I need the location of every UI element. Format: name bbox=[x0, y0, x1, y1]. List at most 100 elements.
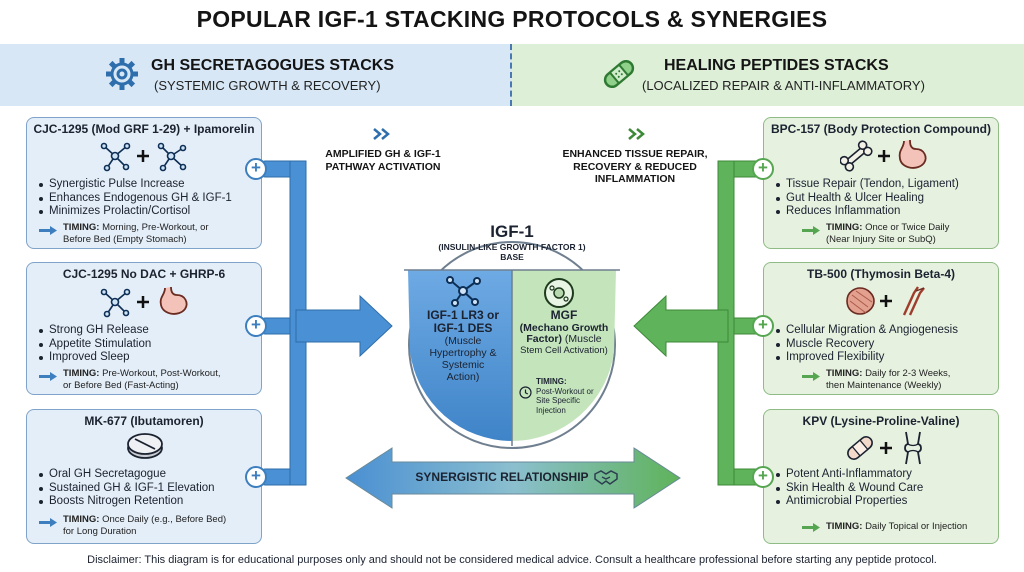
left-flow-label: PATHWAY ACTIVATION bbox=[325, 160, 441, 173]
right-card-1: BPC-157 (Body Protection Compound) Tissu… bbox=[763, 117, 999, 249]
list-item: Antimicrobial Properties bbox=[774, 495, 923, 509]
left-card-2: CJC-1295 No DAC + GHRP-6 Strong GH Relea… bbox=[26, 262, 262, 395]
bandage-plus-joint-icon bbox=[847, 431, 922, 465]
timing-text: (Near Injury Site or SubQ) bbox=[826, 233, 936, 245]
timing-text: then Maintenance (Weekly) bbox=[826, 379, 942, 391]
handshake-icon bbox=[594, 470, 618, 485]
timing-text: Pre-Workout, Post-Workout, bbox=[102, 368, 221, 379]
mgf-desc2: Stem Cell Activation) bbox=[520, 345, 608, 356]
left-card-2-title: CJC-1295 No DAC + GHRP-6 bbox=[62, 267, 226, 281]
list-item: Appetite Stimulation bbox=[37, 338, 151, 352]
molecule-plus-molecule-icon bbox=[100, 142, 187, 172]
right-header-title: HEALING PEPTIDES STACKS bbox=[664, 57, 889, 74]
timing-text: Once Daily (e.g., Before Bed) bbox=[102, 514, 227, 525]
plus-icon: + bbox=[245, 158, 267, 180]
mgf-title: MGF bbox=[550, 308, 578, 322]
list-item: Tissue Repair (Tendon, Ligament) bbox=[774, 178, 959, 192]
mgf-timing-label: TIMING: bbox=[536, 377, 567, 386]
igf1-des-title: IGF-1 DES bbox=[433, 321, 493, 335]
gear-icon bbox=[106, 58, 138, 90]
list-item: Reduces Inflammation bbox=[774, 205, 959, 219]
igf1-lr3-desc: Systemic bbox=[441, 359, 485, 371]
synergy-label: SYNERGISTIC RELATIONSHIP bbox=[415, 470, 589, 484]
left-header-title: GH SECRETAGOGUES STACKS bbox=[151, 57, 394, 74]
left-card-3: MK-677 (Ibutamoren) Oral GH Secretagogue… bbox=[26, 409, 262, 544]
timing-label: TIMING: bbox=[826, 521, 863, 532]
timing-text: for Long Duration bbox=[63, 525, 137, 537]
timing-text: Once or Twice Daily bbox=[865, 222, 950, 233]
igf1-title: IGF-1 bbox=[490, 222, 534, 241]
list-item: Oral GH Secretagogue bbox=[37, 468, 215, 482]
list-item: Strong GH Release bbox=[37, 324, 151, 338]
double-chevron-right-icon bbox=[628, 128, 645, 140]
plus-icon: + bbox=[245, 315, 267, 337]
mgf-timing-text: Site Specific bbox=[536, 396, 581, 405]
arrow-right-icon bbox=[802, 523, 820, 532]
arrow-right-icon bbox=[802, 372, 820, 381]
right-header-band: HEALING PEPTIDES STACKS (LOCALIZED REPAI… bbox=[512, 44, 1024, 106]
mgf-desc: (Muscle bbox=[564, 333, 602, 345]
arrow-right-icon bbox=[39, 372, 57, 381]
timing-label: TIMING: bbox=[63, 514, 100, 525]
bone-plus-stomach-icon bbox=[840, 139, 927, 172]
right-card-2: TB-500 (Thymosin Beta-4) Cellular Migrat… bbox=[763, 262, 999, 395]
timing-label: TIMING: bbox=[826, 222, 863, 233]
igf1-subtitle: (INSULIN-LIKE GROWTH FACTOR 1) bbox=[438, 242, 586, 252]
muscle-plus-tendon-icon bbox=[846, 286, 925, 316]
timing-text: or Before Bed (Fast-Acting) bbox=[63, 379, 179, 391]
right-flow-label: RECOVERY & REDUCED bbox=[573, 160, 697, 173]
right-flow-label: ENHANCED TISSUE REPAIR, bbox=[562, 148, 708, 160]
list-item: Cellular Migration & Angiogenesis bbox=[774, 324, 958, 338]
list-item: Improved Flexibility bbox=[774, 351, 958, 365]
bandage-icon bbox=[603, 59, 635, 89]
list-item: Skin Health & Wound Care bbox=[774, 482, 923, 496]
list-item: Synergistic Pulse Increase bbox=[37, 178, 232, 192]
right-card-3: KPV (Lysine-Proline-Valine) Potent Anti-… bbox=[763, 409, 999, 544]
igf1-lr3-desc: (Muscle bbox=[444, 335, 482, 347]
list-item: Gut Health & Ulcer Healing bbox=[774, 192, 959, 206]
timing-label: TIMING: bbox=[826, 368, 863, 379]
mgf-title-sub: (Mechano Growth bbox=[519, 322, 609, 334]
arrow-right-icon bbox=[802, 226, 820, 235]
mgf-timing-text: Post-Workout or bbox=[536, 386, 594, 396]
mgf-title-sub2: Factor) bbox=[526, 333, 562, 345]
plus-icon: + bbox=[752, 466, 774, 488]
right-card-1-title: BPC-157 (Body Protection Compound) bbox=[770, 122, 991, 136]
double-chevron-right-icon bbox=[373, 128, 390, 140]
timing-text: Daily Topical or Injection bbox=[865, 521, 968, 532]
timing-text: Daily for 2-3 Weeks, bbox=[865, 368, 951, 379]
plus-icon: + bbox=[752, 158, 774, 180]
timing-label: TIMING: bbox=[63, 368, 100, 379]
list-item: Boosts Nitrogen Retention bbox=[37, 495, 215, 509]
left-card-1: CJC-1295 (Mod GRF 1-29) + Ipamorelin Syn… bbox=[26, 117, 262, 249]
page-title: POPULAR IGF-1 STACKING PROTOCOLS & SYNER… bbox=[196, 6, 828, 32]
list-item: Enhances Endogenous GH & IGF-1 bbox=[37, 192, 232, 206]
mgf-timing-text: Injection bbox=[536, 405, 566, 415]
disclaimer: Disclaimer: This diagram is for educatio… bbox=[87, 554, 937, 566]
arrow-right-icon bbox=[39, 518, 57, 527]
igf1-subtitle-base: BASE bbox=[500, 252, 524, 262]
list-item: Sustained GH & IGF-1 Elevation bbox=[37, 482, 215, 496]
left-header-subtitle: (SYSTEMIC GROWTH & RECOVERY) bbox=[154, 78, 381, 93]
right-flow-label: INFLAMMATION bbox=[594, 173, 676, 185]
igf1-lr3-desc: Hypertrophy & bbox=[429, 347, 497, 359]
left-card-1-title: CJC-1295 (Mod GRF 1-29) + Ipamorelin bbox=[33, 122, 255, 136]
left-card-3-title: MK-677 (Ibutamoren) bbox=[84, 414, 204, 428]
timing-text: Morning, Pre-Workout, or bbox=[102, 222, 209, 233]
molecule-icon bbox=[446, 276, 481, 307]
left-flow-label: AMPLIFIED GH & IGF-1 bbox=[325, 148, 441, 160]
left-header-band: GH SECRETAGOGUES STACKS (SYSTEMIC GROWTH… bbox=[0, 44, 512, 106]
list-item: Improved Sleep bbox=[37, 351, 151, 365]
plus-icon: + bbox=[752, 315, 774, 337]
pill-icon bbox=[127, 433, 163, 459]
list-item: Potent Anti-Inflammatory bbox=[774, 468, 923, 482]
timing-label: TIMING: bbox=[63, 222, 100, 233]
timing-text: Before Bed (Empty Stomach) bbox=[63, 233, 187, 245]
molecule-plus-stomach-icon bbox=[100, 286, 188, 318]
list-item: Minimizes Prolactin/Cortisol bbox=[37, 205, 232, 219]
clock-icon bbox=[519, 386, 532, 399]
igf1-lr3-desc: Action) bbox=[446, 371, 480, 383]
plus-icon: + bbox=[245, 466, 267, 488]
arrow-right-icon bbox=[39, 226, 57, 235]
cell-icon bbox=[544, 278, 574, 308]
